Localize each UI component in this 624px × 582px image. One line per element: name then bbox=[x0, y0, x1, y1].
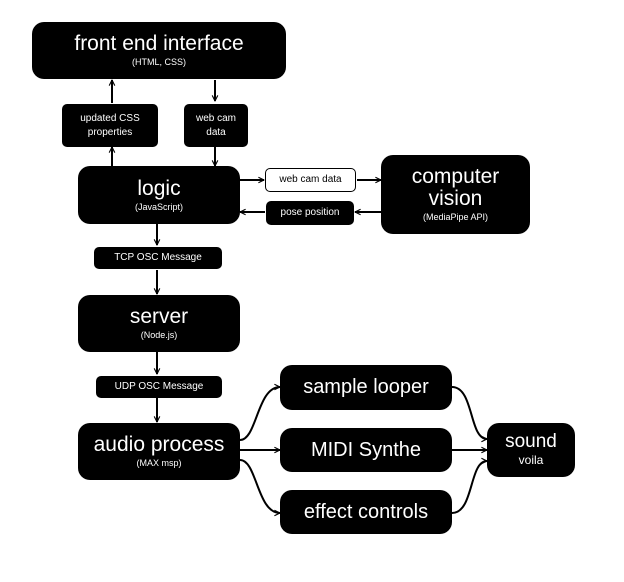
logic-title: logic bbox=[137, 176, 181, 200]
sound-title: sound bbox=[505, 431, 557, 453]
server-title: server bbox=[129, 305, 189, 329]
computer-vision-title: computer vision bbox=[411, 165, 500, 211]
sample-looper-node: sample looper bbox=[280, 365, 452, 410]
server-subtitle: (Node.js) bbox=[140, 330, 178, 341]
midi-synthe-title: MIDI Synthe bbox=[310, 438, 422, 461]
web-cam-data-top-node: web cam data bbox=[184, 104, 248, 147]
updated-css-node: updated CSS properties bbox=[62, 104, 158, 147]
sample-looper-title: sample looper bbox=[303, 376, 429, 398]
web-cam-data-side-label: web cam data bbox=[279, 174, 342, 186]
midi-synthe-node: MIDI Synthe bbox=[280, 428, 452, 472]
sound-node: sound voila bbox=[487, 423, 575, 477]
sound-subtitle: voila bbox=[518, 453, 544, 468]
udp-osc-message-label: UDP OSC Message bbox=[114, 381, 204, 393]
web-cam-data-side-node: web cam data bbox=[265, 168, 356, 192]
front-end-interface-node: front end interface (HTML, CSS) bbox=[32, 22, 286, 79]
arrow-effects-to-sound bbox=[451, 461, 487, 514]
front-end-interface-title: front end interface bbox=[74, 32, 244, 56]
web-cam-data-top-label: web cam data bbox=[195, 113, 236, 138]
arrow-audio-to-effects bbox=[239, 459, 280, 513]
pose-position-node: pose position bbox=[266, 201, 354, 225]
server-node: server (Node.js) bbox=[78, 295, 240, 352]
front-end-interface-subtitle: (HTML, CSS) bbox=[132, 57, 186, 68]
computer-vision-node: computer vision (MediaPipe API) bbox=[381, 155, 530, 234]
logic-node: logic (JavaScript) bbox=[78, 166, 240, 224]
audio-process-subtitle: (MAX msp) bbox=[136, 458, 182, 469]
udp-osc-message-node: UDP OSC Message bbox=[96, 376, 222, 398]
pose-position-label: pose position bbox=[280, 207, 340, 219]
audio-process-node: audio process (MAX msp) bbox=[78, 423, 240, 480]
tcp-osc-message-node: TCP OSC Message bbox=[94, 247, 222, 269]
logic-subtitle: (JavaScript) bbox=[134, 201, 183, 212]
effect-controls-title: effect controls bbox=[303, 500, 429, 523]
tcp-osc-message-label: TCP OSC Message bbox=[114, 252, 202, 264]
arrow-looper-to-sound bbox=[451, 386, 487, 439]
effect-controls-node: effect controls bbox=[280, 490, 452, 534]
computer-vision-subtitle: (MediaPipe API) bbox=[422, 212, 489, 223]
audio-process-title: audio process bbox=[93, 433, 225, 457]
arrow-audio-to-looper bbox=[239, 387, 280, 441]
updated-css-label: updated CSS properties bbox=[80, 113, 140, 138]
